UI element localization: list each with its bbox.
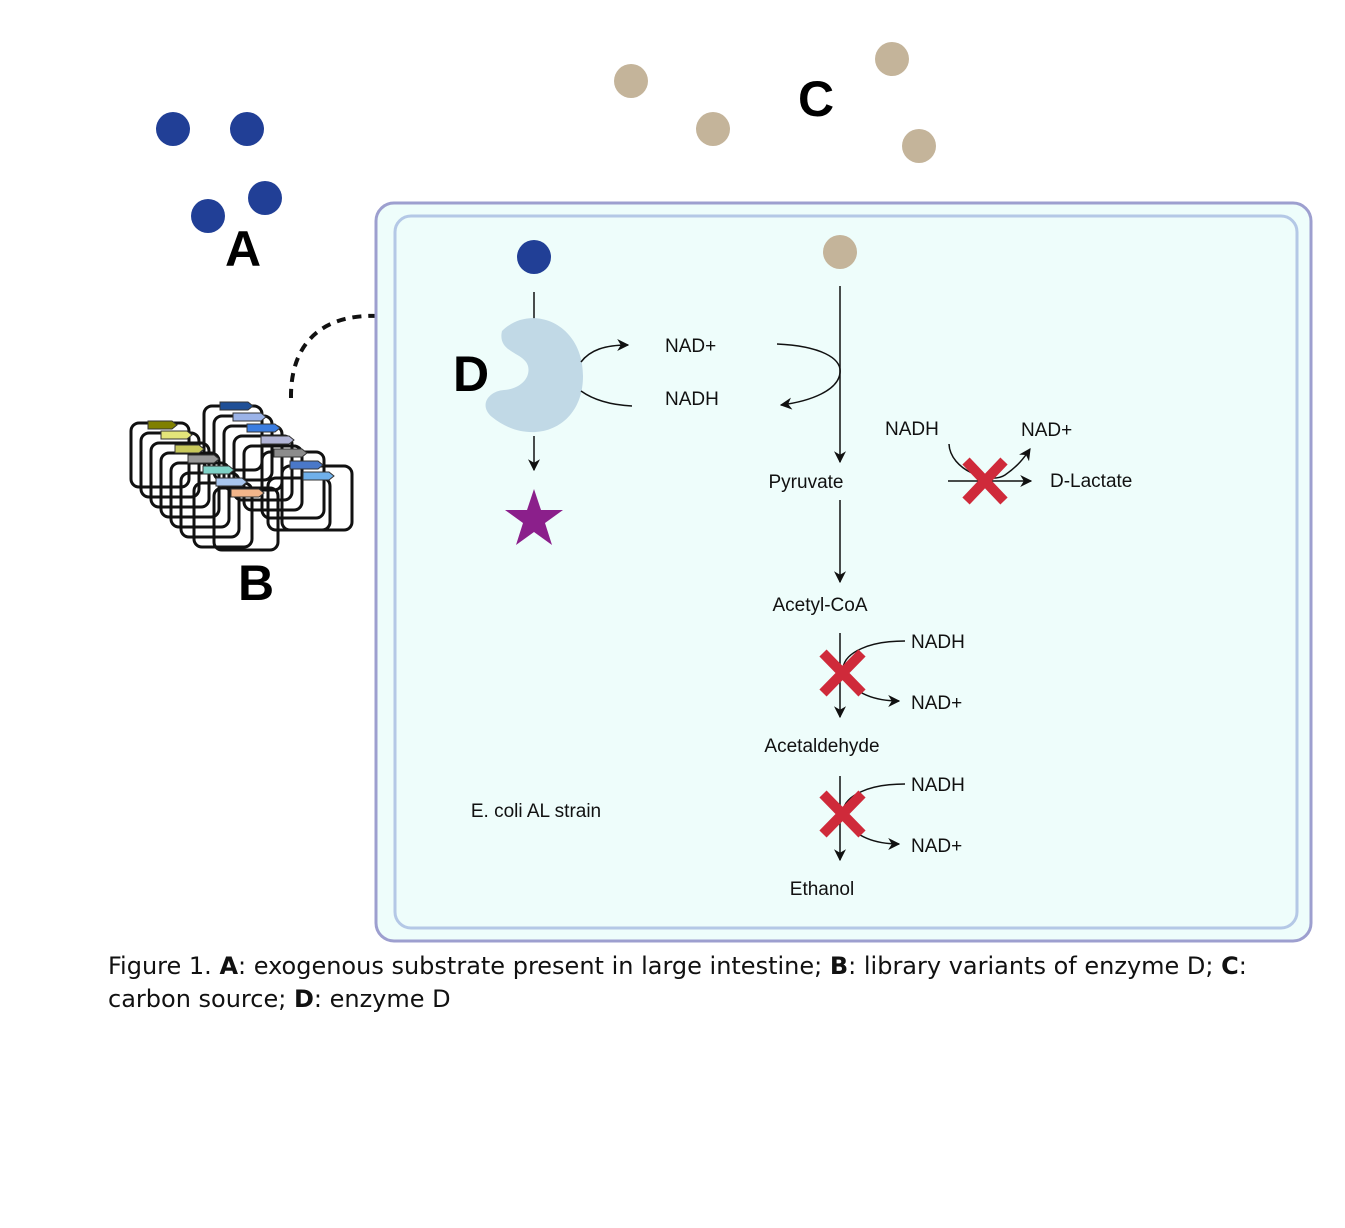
enzyme-nad-plus-label: NAD+ <box>665 336 716 357</box>
substrate-a-molecule <box>248 181 282 215</box>
carbon-source-molecule <box>902 129 936 163</box>
substrate-a-molecule <box>191 199 225 233</box>
x-mark-icon <box>819 649 866 697</box>
carbon-source-c-cluster <box>614 42 936 163</box>
lactate-cofactor-arrow <box>948 443 1031 479</box>
lactate-nadh-label: NADH <box>885 419 939 440</box>
cell-outer-membrane <box>374 201 1313 943</box>
enzyme-nad-plus-arrow <box>580 339 630 363</box>
figure-caption: Figure 1. A: exogenous substrate present… <box>108 950 1323 1016</box>
caption-text-b: : library variants of enzyme D; <box>848 952 1222 980</box>
step2-nadh-label: NADH <box>911 775 965 796</box>
caption-prefix: Figure 1. <box>108 952 220 980</box>
carbon-source-molecule <box>875 42 909 76</box>
caption-key-c: C <box>1221 952 1239 980</box>
star-icon <box>505 489 563 545</box>
substrate-a-molecule <box>230 112 264 146</box>
step2-nad-plus-label: NAD+ <box>911 836 962 857</box>
carbon-source-molecule <box>614 64 648 98</box>
enzyme-nadh-label: NADH <box>665 389 719 410</box>
label-a: A <box>225 221 261 277</box>
caption-key-a: A <box>219 952 239 980</box>
step1-nadh-label: NADH <box>911 632 965 653</box>
substrate-a-molecule <box>156 112 190 146</box>
caption-text-d: : enzyme D <box>313 985 451 1013</box>
caption-key-d: D <box>293 985 314 1013</box>
ethanol-label: Ethanol <box>790 879 854 900</box>
glycolysis-cofactor-arrow <box>776 343 841 410</box>
carbon-source-molecule <box>696 112 730 146</box>
label-c: C <box>798 71 834 127</box>
caption-text-c: : carbon source; <box>108 952 1247 1013</box>
enzyme-nadh-curve <box>580 390 633 407</box>
gene-variant-arrows <box>147 401 335 498</box>
acetaldehyde-label: Acetaldehyde <box>764 736 879 757</box>
acetyl-coa-label: Acetyl-CoA <box>772 595 867 616</box>
label-b: B <box>238 555 274 611</box>
caption-key-b: B <box>829 952 849 980</box>
substrate-a-intracellular <box>517 240 551 274</box>
x-mark-icon <box>962 457 1008 505</box>
carbon-source-intracellular <box>823 235 857 269</box>
label-d: D <box>453 346 489 402</box>
enzyme-d-shape <box>485 318 583 433</box>
lactate-nad-plus-label: NAD+ <box>1021 420 1072 441</box>
strain-label: E. coli AL strain <box>471 801 601 822</box>
pyruvate-label: Pyruvate <box>769 472 844 493</box>
caption-text-a: : exogenous substrate present in large i… <box>238 952 830 980</box>
substrate-a-cluster <box>156 112 282 233</box>
x-mark-icon <box>819 790 866 838</box>
step1-nad-plus-label: NAD+ <box>911 693 962 714</box>
cell-inner-membrane <box>393 214 1299 930</box>
d-lactate-label: D-Lactate <box>1050 471 1132 492</box>
